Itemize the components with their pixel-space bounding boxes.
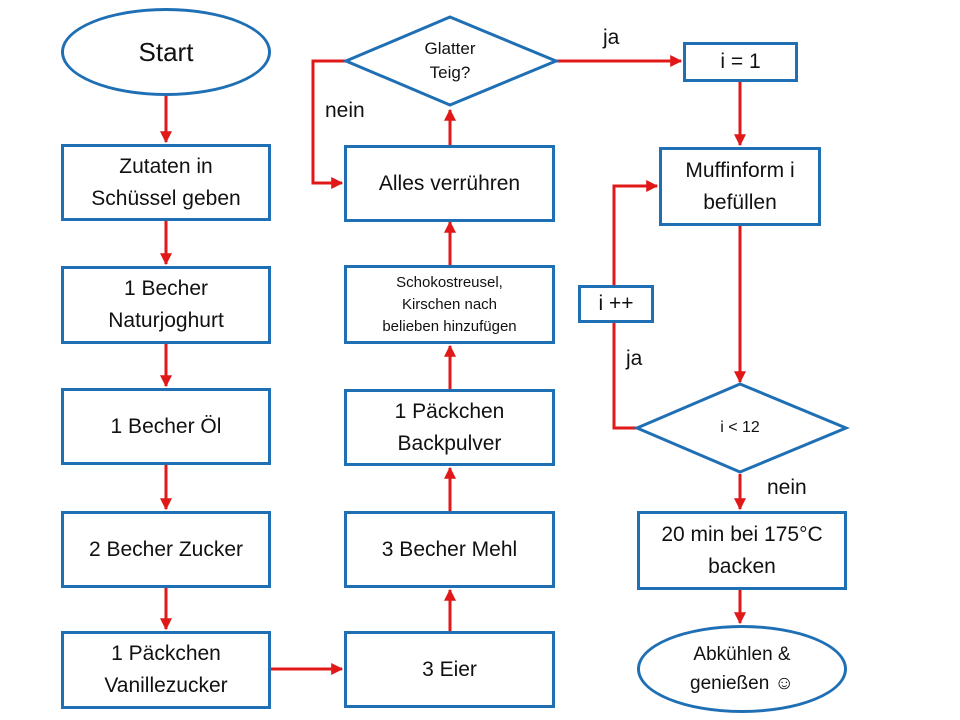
label-loop-nein: nein [767, 476, 807, 499]
decision-i-kleiner-shape [633, 382, 850, 474]
step-naturjoghurt: 1 Becher Naturjoghurt [61, 266, 271, 344]
decision-glatter-teig: Glatter Teig? [424, 39, 476, 82]
step-vanillezucker: 1 Päckchen Vanillezucker [61, 631, 271, 709]
step-i-gleich-eins: i = 1 [683, 42, 798, 82]
step-zucker: 2 Becher Zucker [61, 511, 271, 588]
end-abkuehlen: Abkühlen & genießen ☺ [637, 625, 847, 713]
decision-glatter-teig-shape [342, 15, 560, 107]
step-muffinform-befuellen: Muffinform i befüllen [659, 147, 821, 226]
decision-i-kleiner-12: i < 12 [720, 419, 760, 436]
step-i-plusplus: i ++ [578, 285, 654, 323]
step-zutaten: Zutaten in Schüssel geben [61, 144, 271, 221]
label-loop-ja: ja [626, 347, 643, 370]
arrow-glatt-nein-loop [311, 59, 346, 189]
step-schokostreusel: Schokostreusel, Kirschen nach belieben h… [344, 265, 555, 344]
label-glatt-ja: ja [603, 26, 620, 49]
step-backpulver: 1 Päckchen Backpulver [344, 389, 555, 466]
step-alles-verruehren: Alles verrühren [344, 145, 555, 222]
step-mehl: 3 Becher Mehl [344, 511, 555, 588]
label-glatt-nein: nein [325, 99, 365, 122]
step-eier: 3 Eier [344, 631, 555, 708]
step-oel: 1 Becher Öl [61, 388, 271, 465]
start-node: Start [61, 8, 271, 96]
step-backen: 20 min bei 175°C backen [637, 511, 847, 590]
